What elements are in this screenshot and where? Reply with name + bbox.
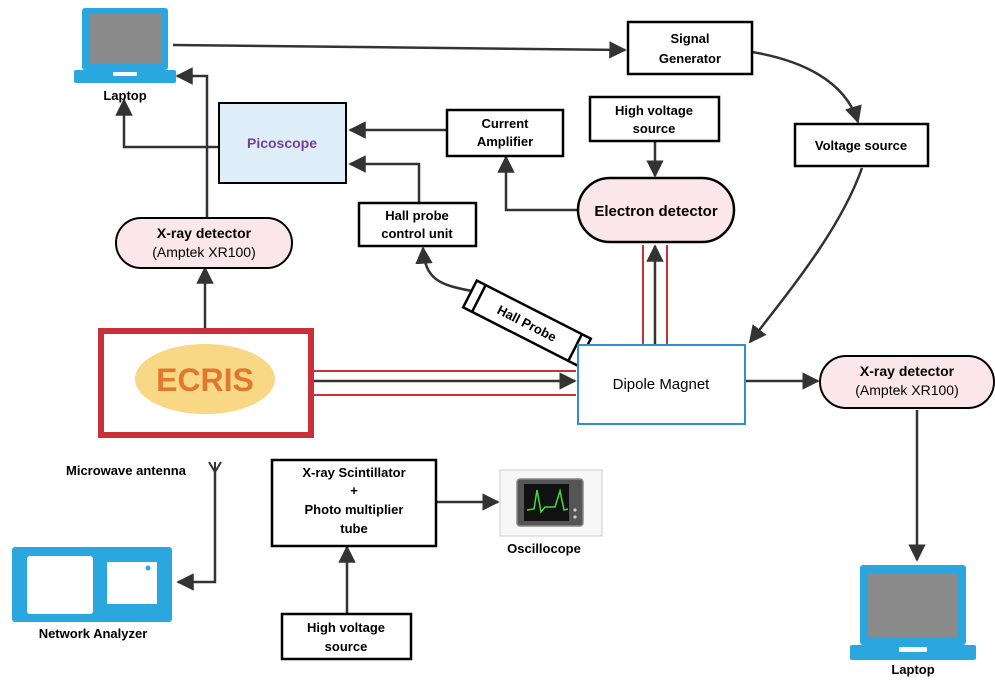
- ecris-label: ECRIS: [156, 362, 254, 398]
- scintillator-label-line-4: tube: [340, 521, 367, 536]
- oscilloscope-icon: [499, 469, 603, 537]
- network-analyzer-icon: [12, 547, 172, 622]
- voltage-source: Voltage source: [793, 122, 930, 168]
- hall-probe-control-label-line-2: control unit: [381, 226, 453, 241]
- current-amplifier: Current Amplifier: [445, 108, 565, 158]
- arrow-xray-left-to-laptop: [175, 67, 209, 218]
- arrow-laptop-to-signal-generator: [172, 41, 627, 59]
- arrow-voltage-source-to-dipole: [748, 167, 864, 344]
- laptop-icon: [74, 8, 176, 83]
- high-voltage-top-label-line-1: High voltage: [615, 103, 693, 118]
- network-analyzer-label: Network Analyzer: [39, 626, 148, 641]
- xray-detector-right-label-line-2: (Amptek XR100): [855, 382, 958, 398]
- laptop-bottom-label: Laptop: [891, 662, 934, 677]
- microwave-antenna: Microwave antenna: [66, 461, 222, 478]
- arrow-picoscope-to-laptop: [115, 98, 219, 149]
- voltage-source-label: Voltage source: [815, 138, 907, 153]
- dipole-magnet: Dipole Magnet: [577, 344, 746, 425]
- scintillator-label-line-3: Photo multiplier: [305, 502, 404, 517]
- network-analyzer: Network Analyzer: [12, 547, 172, 641]
- laptop-bottom: Laptop: [850, 565, 976, 677]
- hall-probe: Hall Probe: [461, 278, 593, 368]
- high-voltage-bottom-label-line-2: source: [325, 639, 368, 654]
- picoscope-label: Picoscope: [247, 135, 317, 151]
- hall-probe-control-label-line-1: Hall probe: [385, 208, 449, 223]
- high-voltage-source-top: High voltage source: [588, 95, 721, 143]
- xray-detector-left-label-line-1: X-ray detector: [157, 225, 252, 241]
- ecris-source: ECRIS: [98, 328, 314, 438]
- picoscope: Picoscope: [218, 102, 347, 184]
- antenna-icon: [208, 461, 222, 473]
- arrow-antenna-to-network-analyzer: [176, 470, 217, 591]
- microwave-antenna-label: Microwave antenna: [66, 463, 187, 478]
- laptop-top-label: Laptop: [103, 88, 146, 103]
- signal-generator: Signal Generator: [626, 20, 754, 76]
- beam-lines: [313, 245, 668, 396]
- xray-detector-right-label-line-1: X-ray detector: [860, 363, 955, 379]
- laptop-top: Laptop: [74, 8, 176, 103]
- high-voltage-source-bottom: High voltage source: [280, 612, 413, 661]
- connectors: [115, 41, 926, 613]
- scintillator-label-line-1: X-ray Scintillator: [302, 465, 405, 480]
- arrow-electron-detector-to-amplifier: [497, 155, 578, 212]
- xray-detector-left: X-ray detector (Amptek XR100): [115, 217, 293, 269]
- xray-detector-right: X-ray detector (Amptek XR100): [819, 355, 995, 409]
- high-voltage-bottom-label-line-1: High voltage: [307, 620, 385, 635]
- arrow-signal-generator-to-voltage-source: [751, 50, 862, 124]
- signal-generator-label-line-1: Signal: [670, 31, 709, 46]
- electron-detector: Electron detector: [576, 176, 736, 244]
- signal-generator-label-line-2: Generator: [659, 51, 721, 66]
- laptop-icon: [850, 565, 976, 660]
- dipole-magnet-label: Dipole Magnet: [613, 376, 711, 393]
- arrow-hall-probe-to-control: [415, 246, 473, 293]
- oscilloscope-label: Oscillocope: [507, 541, 581, 556]
- scintillator-pmt: X-ray Scintillator + Photo multiplier tu…: [270, 458, 438, 548]
- hall-probe-control-unit: Hall probe control unit: [357, 201, 478, 248]
- current-amplifier-label-line-2: Amplifier: [477, 134, 533, 149]
- xray-detector-left-label-line-2: (Amptek XR100): [152, 244, 255, 260]
- oscilloscope: Oscillocope: [499, 469, 603, 556]
- current-amplifier-label-line-1: Current: [482, 116, 530, 131]
- arrow-hall-control-to-picoscope: [348, 155, 421, 202]
- electron-detector-label: Electron detector: [594, 203, 718, 220]
- high-voltage-top-label-line-2: source: [633, 121, 676, 136]
- scintillator-label-line-2: +: [350, 483, 358, 498]
